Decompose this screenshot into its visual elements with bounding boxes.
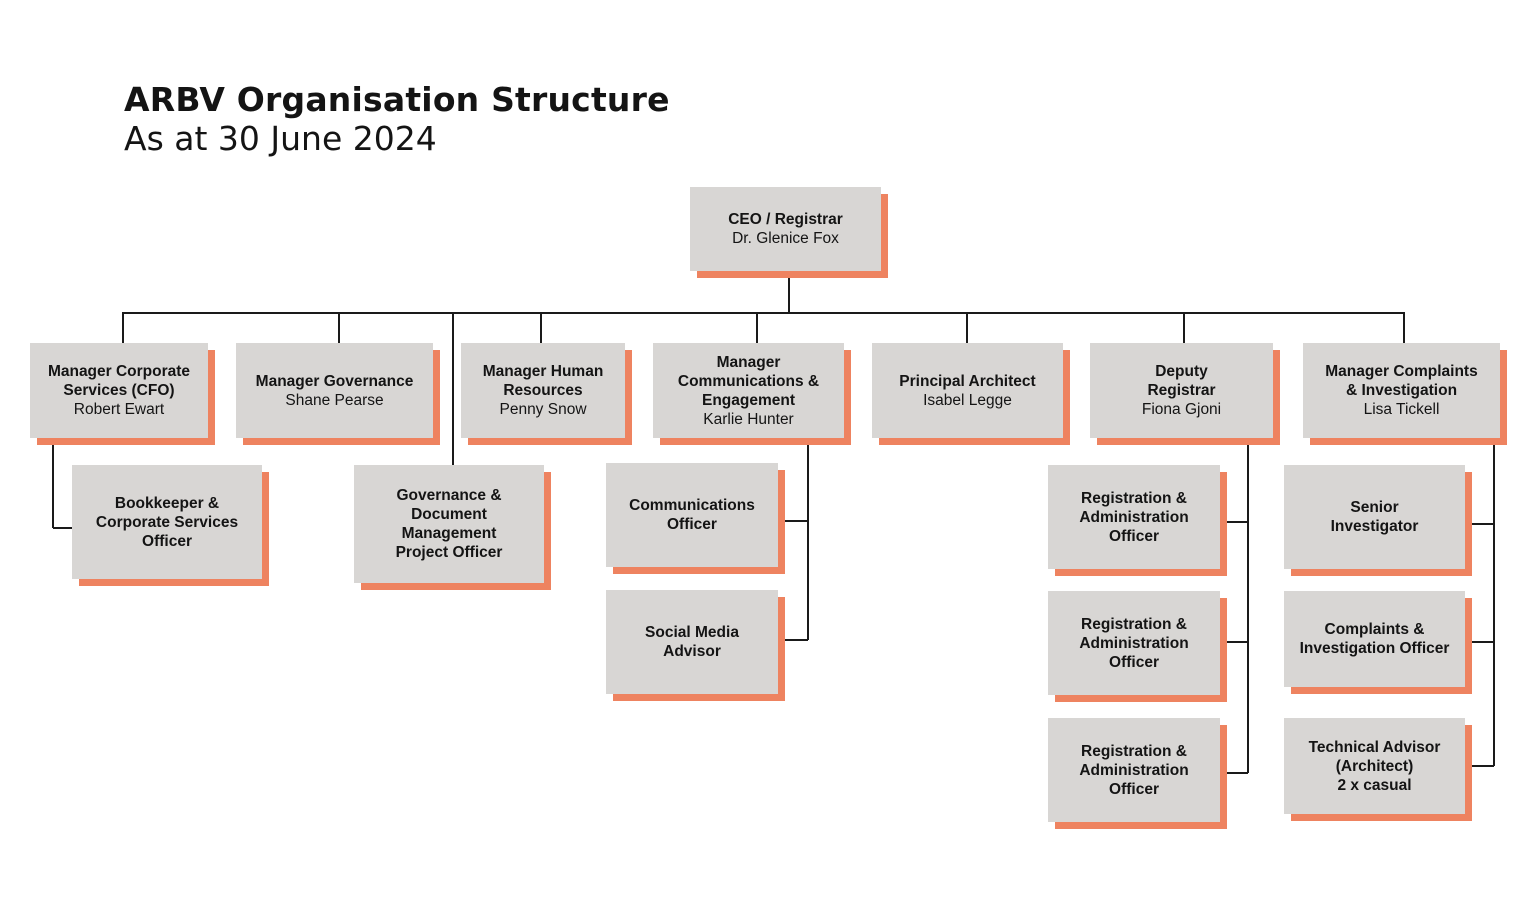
manager-communications-name: Karlie Hunter xyxy=(703,410,794,428)
registration-officer-1-box: Registration & Administration Officer xyxy=(1048,465,1220,569)
manager-corporate-services-box: Manager Corporate Services (CFO) Robert … xyxy=(30,343,208,438)
communications-officer-role: Communications Officer xyxy=(629,497,755,533)
manager-complaints-box: Manager Complaints & Investigation Lisa … xyxy=(1303,343,1500,438)
ceo-box: CEO / Registrar Dr. Glenice Fox xyxy=(690,187,881,271)
senior-investigator-box: Senior Investigator xyxy=(1284,465,1465,569)
page-subtitle: As at 30 June 2024 xyxy=(124,119,437,158)
manager-human-resources-box: Manager Human Resources Penny Snow xyxy=(461,343,625,438)
principal-architect-name: Isabel Legge xyxy=(923,391,1012,409)
manager-corporate-services-role: Manager Corporate Services (CFO) xyxy=(47,363,191,399)
manager-complaints-role: Manager Complaints & Investigation xyxy=(1325,363,1478,399)
manager-complaints-name: Lisa Tickell xyxy=(1363,401,1440,418)
manager-communications-role: Manager Communications & Engagement xyxy=(677,353,820,409)
principal-architect-box: Principal Architect Isabel Legge xyxy=(872,343,1063,438)
senior-investigator-role: Senior Investigator xyxy=(1330,499,1419,535)
social-media-advisor-role: Social Media Advisor xyxy=(645,624,739,660)
registration-officer-3-role: Registration & Administration Officer xyxy=(1079,742,1189,798)
manager-governance-box: Manager Governance Shane Pearse xyxy=(236,343,433,438)
registration-officer-2-box: Registration & Administration Officer xyxy=(1048,591,1220,695)
social-media-advisor-box: Social Media Advisor xyxy=(606,590,778,694)
manager-human-resources-role: Manager Human Resources xyxy=(482,363,604,399)
principal-architect-role: Principal Architect xyxy=(899,372,1036,390)
technical-advisor-role: Technical Advisor (Architect) 2 x casual xyxy=(1308,738,1441,794)
bookkeeper-box: Bookkeeper & Corporate Services Officer xyxy=(72,465,262,579)
manager-governance-name: Shane Pearse xyxy=(285,391,384,409)
technical-advisor-box: Technical Advisor (Architect) 2 x casual xyxy=(1284,718,1465,814)
registration-officer-3-box: Registration & Administration Officer xyxy=(1048,718,1220,822)
deputy-registrar-box: Deputy Registrar Fiona Gjoni xyxy=(1090,343,1273,438)
bookkeeper-role: Bookkeeper & Corporate Services Officer xyxy=(95,494,239,550)
deputy-registrar-role: Deputy Registrar xyxy=(1147,363,1216,399)
complaints-officer-role: Complaints & Investigation Officer xyxy=(1299,621,1450,657)
governance-project-officer-box: Governance & Document Management Project… xyxy=(354,465,544,583)
manager-governance-role: Manager Governance xyxy=(255,372,414,390)
deputy-registrar-name: Fiona Gjoni xyxy=(1141,401,1222,418)
ceo-role: CEO / Registrar xyxy=(728,211,843,228)
communications-officer-box: Communications Officer xyxy=(606,463,778,567)
registration-officer-2-role: Registration & Administration Officer xyxy=(1079,615,1189,671)
page-title: ARBV Organisation Structure xyxy=(124,80,670,119)
governance-project-officer-role: Governance & Document Management Project… xyxy=(395,487,503,561)
ceo-name: Dr. Glenice Fox xyxy=(732,230,839,247)
complaints-officer-box: Complaints & Investigation Officer xyxy=(1284,591,1465,687)
manager-communications-box: Manager Communications & Engagement Karl… xyxy=(653,343,844,438)
manager-human-resources-name: Penny Snow xyxy=(499,401,587,418)
registration-officer-1-role: Registration & Administration Officer xyxy=(1079,489,1189,545)
manager-corporate-services-name: Robert Ewart xyxy=(73,401,165,418)
